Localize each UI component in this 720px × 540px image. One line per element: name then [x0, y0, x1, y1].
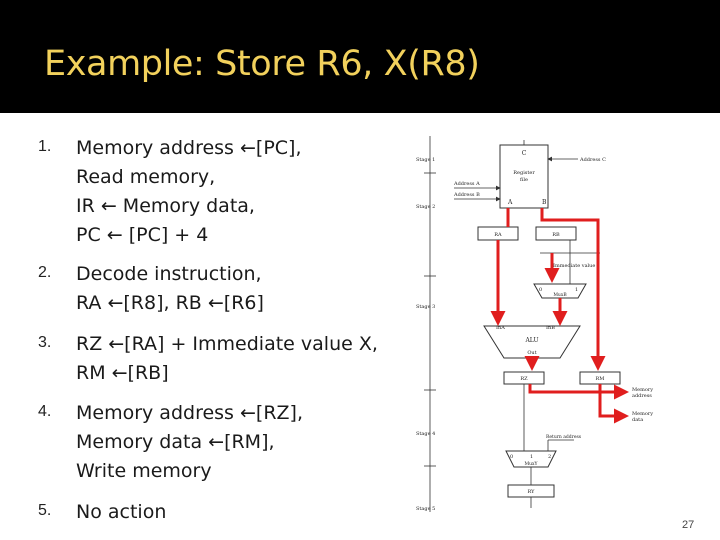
- step-line: Memory address ←[PC],: [76, 137, 302, 159]
- stage-label: Stage 1: [416, 157, 435, 163]
- memory-data-label: Memory: [632, 411, 653, 417]
- alu-out-label: Out: [527, 350, 536, 356]
- memory-address-label: address: [632, 393, 652, 399]
- stage-label: Stage 5: [416, 506, 435, 512]
- immediate-value-label: Immediate value: [553, 263, 595, 269]
- muxb-1-label: 1: [575, 287, 578, 293]
- alu-label: ALU: [524, 337, 538, 344]
- step-number: 3.: [38, 334, 52, 351]
- rm-label: RM: [596, 376, 605, 382]
- step-number: 5.: [38, 502, 52, 519]
- address-b-label: Address B: [453, 192, 480, 198]
- return-address-label: Return address: [546, 434, 582, 440]
- ry-label: RY: [528, 489, 536, 495]
- step-line: RZ ←[RA] + Immediate value X,: [76, 333, 378, 355]
- step-line: Write memory: [76, 460, 212, 482]
- title-bar: Example: Store R6, X(R8): [0, 0, 720, 113]
- step-line: IR ← Memory data,: [76, 195, 255, 217]
- memory-address-label: Memory: [632, 387, 653, 393]
- step-line: No action: [76, 501, 167, 523]
- step-number: 1.: [38, 138, 52, 155]
- ra-label: RA: [494, 232, 502, 238]
- muxy-label: MuxY: [524, 461, 538, 467]
- register-file: [499, 144, 549, 209]
- step-line: RA ←[R8], RB ←[R6]: [76, 292, 264, 314]
- step-number: 4.: [38, 403, 52, 420]
- step-line: Memory data ←[RM],: [76, 431, 275, 453]
- step-line: PC ← [PC] + 4: [76, 224, 209, 246]
- address-c-label: Address C: [579, 157, 606, 163]
- register-file-label: file: [520, 177, 528, 183]
- muxb: [533, 283, 587, 299]
- port-a-label: A: [507, 199, 513, 206]
- datapath-diagram: Stage 1 Stage 2 Stage 3 Stage 4 Stage 5 …: [416, 136, 653, 512]
- muxy: [505, 450, 557, 468]
- rb-label: RB: [552, 232, 560, 238]
- stage-label: Stage 4: [416, 431, 435, 437]
- stage-label: Stage 2: [416, 204, 435, 210]
- alu-ina-label: InA: [496, 325, 505, 331]
- register-file-c-label: C: [522, 150, 527, 157]
- step-number: 2.: [38, 264, 52, 281]
- slide-title: Example: Store R6, X(R8): [44, 44, 480, 84]
- memory-data-label: data: [632, 417, 643, 423]
- muxy-2-label: 2: [548, 454, 551, 460]
- path-rz-to-memory-address: [528, 384, 629, 400]
- address-a-label: Address A: [453, 181, 480, 187]
- rz-label: RZ: [520, 376, 528, 382]
- page-number: 27: [682, 519, 695, 531]
- rb-register: [535, 226, 577, 241]
- step-line: Decode instruction,: [76, 263, 262, 285]
- muxy-0-label: 0: [510, 454, 513, 460]
- register-file-label: Register: [513, 170, 535, 176]
- stage-label: Stage 3: [416, 304, 435, 310]
- muxb-label: MuxB: [553, 292, 567, 298]
- muxb-0-label: 0: [539, 287, 542, 293]
- step-line: Memory address ←[RZ],: [76, 402, 303, 424]
- alu: [483, 325, 581, 359]
- alu-inb-label: InB: [546, 325, 555, 331]
- active-paths: [490, 208, 629, 424]
- path-rf-to-rm: [540, 208, 606, 371]
- path-rm-to-memory-data: [598, 384, 629, 424]
- port-b-label: B: [542, 199, 547, 206]
- step-line: RM ←[RB]: [76, 362, 169, 384]
- muxy-1-label: 1: [530, 454, 533, 460]
- step-line: Read memory,: [76, 166, 216, 188]
